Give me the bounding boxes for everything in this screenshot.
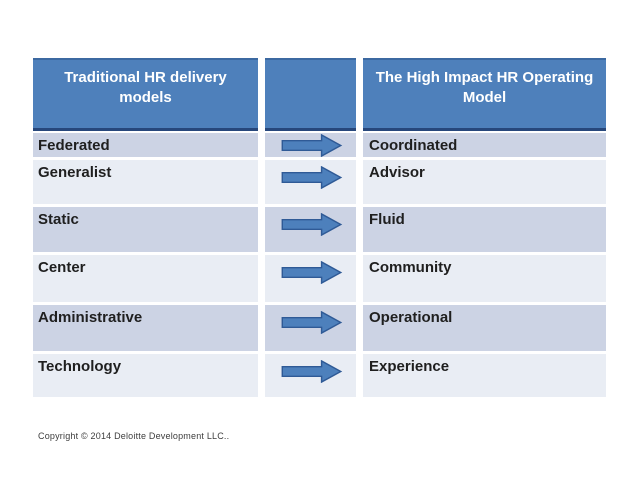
- traditional-model-cell: Administrative: [33, 305, 258, 351]
- traditional-model-cell: Static: [33, 207, 258, 252]
- arrow-cell: [265, 207, 356, 252]
- right-arrow-icon: [281, 166, 343, 189]
- arrow-cell: [265, 160, 356, 204]
- table-row: Technology Experience: [33, 354, 607, 397]
- table-row: Static Fluid: [33, 207, 607, 252]
- arrow-cell: [265, 255, 356, 302]
- high-impact-model-cell: Coordinated: [363, 133, 606, 157]
- arrow-cell: [265, 133, 356, 157]
- high-impact-model-cell: Operational: [363, 305, 606, 351]
- high-impact-model-cell: Community: [363, 255, 606, 302]
- high-impact-model-cell: Fluid: [363, 207, 606, 252]
- traditional-model-cell: Generalist: [33, 160, 258, 204]
- right-arrow-icon: [281, 213, 343, 236]
- table-header-row: Traditional HR delivery models The High …: [33, 58, 607, 131]
- right-arrow-icon: [281, 311, 343, 334]
- table-row: Federated Coordinated: [33, 133, 607, 157]
- arrow-cell: [265, 354, 356, 397]
- header-traditional-models: Traditional HR delivery models: [33, 58, 258, 131]
- header-high-impact-model: The High Impact HR Operating Model: [363, 58, 606, 131]
- hr-models-comparison-table: Traditional HR delivery models The High …: [33, 58, 607, 400]
- high-impact-model-cell: Experience: [363, 354, 606, 397]
- traditional-model-cell: Center: [33, 255, 258, 302]
- right-arrow-icon: [281, 360, 343, 383]
- table-row: Administrative Operational: [33, 305, 607, 351]
- right-arrow-icon: [281, 261, 343, 284]
- traditional-model-cell: Federated: [33, 133, 258, 157]
- traditional-model-cell: Technology: [33, 354, 258, 397]
- table-row: Generalist Advisor: [33, 160, 607, 204]
- right-arrow-icon: [281, 134, 343, 157]
- table-row: Center Community: [33, 255, 607, 302]
- arrow-cell: [265, 305, 356, 351]
- header-spacer: [265, 58, 356, 131]
- high-impact-model-cell: Advisor: [363, 160, 606, 204]
- copyright-notice: Copyright © 2014 Deloitte Development LL…: [38, 431, 230, 441]
